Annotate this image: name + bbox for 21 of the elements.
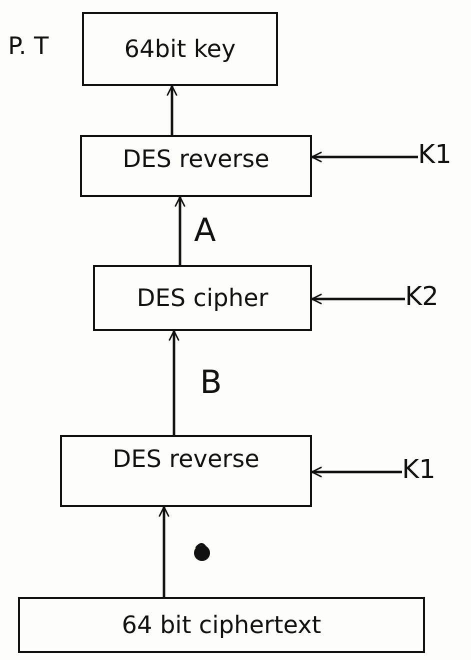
process-box [18, 597, 425, 653]
box-text: DES reverse [112, 445, 260, 473]
arrow [158, 506, 170, 597]
arrow [311, 151, 418, 163]
process-box [93, 265, 312, 331]
key-label: K1 [418, 140, 452, 170]
box-text: DES cipher [136, 284, 268, 312]
box-text: 64 bit ciphertext [122, 611, 322, 639]
key-label: K1 [402, 455, 436, 485]
arrow [168, 330, 180, 435]
side-label: P. T [8, 32, 49, 60]
process-box [82, 12, 278, 86]
arrow [311, 293, 405, 305]
process-box [60, 435, 312, 507]
arrow [311, 466, 402, 478]
key-label: K2 [405, 282, 439, 312]
arrow [166, 85, 178, 135]
process-box [80, 135, 312, 197]
arrow [174, 196, 186, 265]
box-text: DES reverse [122, 145, 270, 173]
box-text: 64bit key [124, 35, 236, 63]
